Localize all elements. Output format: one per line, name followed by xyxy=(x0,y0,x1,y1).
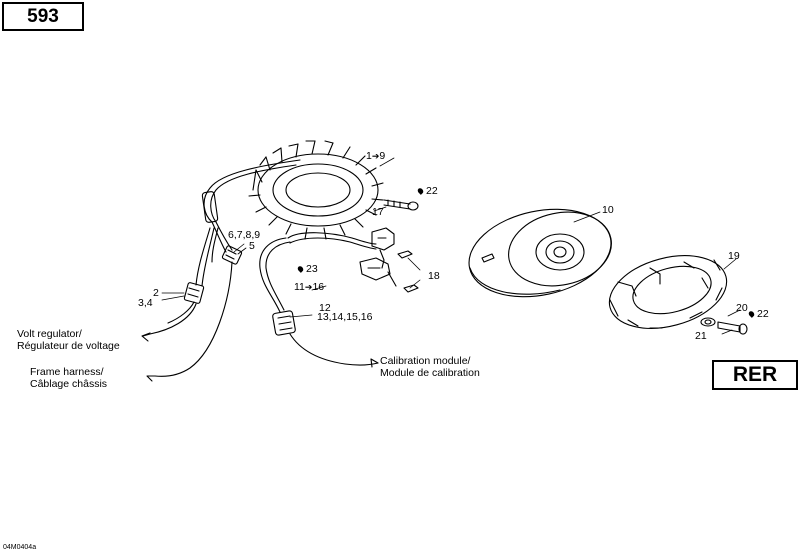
callout-10: 10 xyxy=(602,204,614,216)
flywheel-drawing xyxy=(468,208,612,298)
callout-3-4: 3,4 xyxy=(138,297,153,309)
callout-13-16: 13,14,15,16 xyxy=(317,311,373,323)
callout-11-16: 1116 xyxy=(294,281,324,293)
frame-harness-lead xyxy=(154,261,233,377)
drawing-code: 04M0404a xyxy=(3,544,37,551)
pickup-harness-drawing xyxy=(259,232,379,368)
range-arrow-icon xyxy=(305,281,313,293)
callout-19: 19 xyxy=(728,250,740,262)
callout-21: 21 xyxy=(695,330,707,342)
page-number: 593 xyxy=(27,5,59,27)
callout-18: 18 xyxy=(428,270,440,282)
callout-20: 20 xyxy=(736,302,748,314)
connector-5-drawing xyxy=(221,245,243,265)
callout-1-9: 19 xyxy=(366,150,385,162)
stator-drawing xyxy=(248,140,384,240)
volt-regulator-lead xyxy=(142,303,197,337)
callout-22-top: 22 xyxy=(418,186,438,197)
callout-6-9: 6,7,8,9 xyxy=(228,229,261,241)
callout-23: 23 xyxy=(298,264,318,275)
stator-harness-wire xyxy=(195,159,301,287)
screw-17-drawing xyxy=(383,199,419,211)
connector-2-drawing xyxy=(167,282,205,324)
variant-code-box: RER xyxy=(712,360,798,390)
trigger-coil-drawing xyxy=(359,227,419,293)
callout-17: 17 xyxy=(372,206,384,218)
callout-2: 2 xyxy=(153,287,159,299)
callout-5: 5 xyxy=(249,240,255,252)
callout-12: 12 xyxy=(319,302,331,314)
note-calibration-module: Calibration module/Module de calibration xyxy=(380,355,480,379)
starter-cup-drawing xyxy=(608,255,728,329)
washer-bolt-drawing xyxy=(700,317,748,335)
page-number-box: 593 xyxy=(2,2,84,31)
callout-22-right: 22 xyxy=(749,309,769,320)
variant-code: RER xyxy=(732,363,778,386)
leader-lines xyxy=(161,157,741,335)
range-arrow-icon xyxy=(372,150,380,162)
note-frame-harness: Frame harness/Câblage châssis xyxy=(30,366,108,390)
note-volt-regulator: Volt regulator/Régulateur de voltage xyxy=(17,328,120,352)
